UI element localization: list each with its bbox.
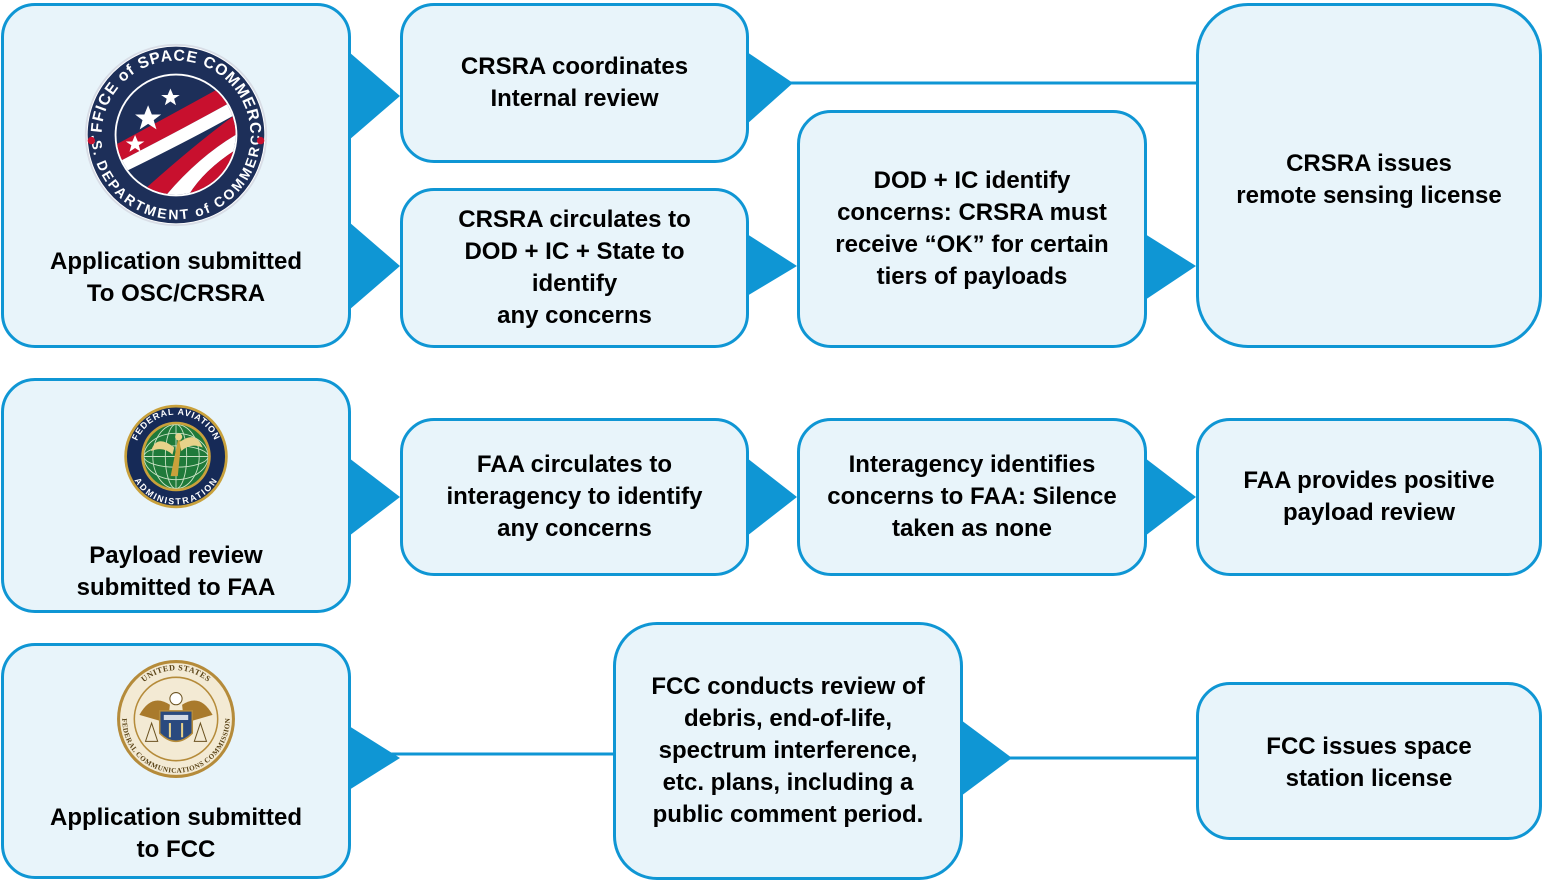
fcc-application-box: UNITED STATES FEDERAL COMMUNICATIONS COM… <box>1 643 351 879</box>
federal-communications-commission-seal-icon: UNITED STATES FEDERAL COMMUNICATIONS COM… <box>117 660 235 778</box>
interagency-concerns-box: Interagency identifies concerns to FAA: … <box>797 418 1147 576</box>
crsra-license-box: CRSRA issues remote sensing license <box>1196 3 1542 348</box>
dod-ic-concerns-label: DOD + IC identify concerns: CRSRA must r… <box>835 167 1109 290</box>
arrow-osc-to-internal-review <box>349 52 400 140</box>
fcc-license-box: FCC issues space station license <box>1196 682 1542 840</box>
crsra-internal-review-box: CRSRA coordinates Internal review <box>400 3 749 163</box>
fcc-review-box: FCC conducts review of debris, end-of-li… <box>613 622 963 880</box>
faa-circulate-label: FAA circulates to interagency to identif… <box>446 451 703 542</box>
osc-application-label: Application submitted To OSC/CRSRA <box>50 248 302 307</box>
arrow-fcc-review-to-result <box>961 720 1012 796</box>
office-of-space-commerce-seal-icon: OFFICE of SPACE COMMERCE U.S. DEPARTMENT… <box>84 43 268 227</box>
arrow-internal-review-to-license <box>747 52 793 124</box>
arrow-faa-circulate-to-concerns <box>747 458 797 536</box>
federal-aviation-administration-seal-icon: FEDERAL AVIATION ADMINISTRATION <box>124 404 228 509</box>
arrow-circulate-to-concerns <box>747 234 797 296</box>
arrow-concerns-to-license <box>1145 234 1196 300</box>
faa-positive-review-box: FAA provides positive payload review <box>1196 418 1542 576</box>
crsra-circulate-label: CRSRA circulates to DOD + IC + State to … <box>458 206 691 329</box>
faa-payload-review-box: FEDERAL AVIATION ADMINISTRATION Payload … <box>1 378 351 613</box>
faa-payload-review-label: Payload review submitted to FAA <box>76 542 276 601</box>
dod-ic-concerns-box: DOD + IC identify concerns: CRSRA must r… <box>797 110 1147 348</box>
arrow-faa-start-to-circulate <box>349 458 400 536</box>
crsra-circulate-box: CRSRA circulates to DOD + IC + State to … <box>400 188 749 348</box>
arrow-faa-concerns-to-result <box>1145 458 1196 536</box>
crsra-license-label: CRSRA issues remote sensing license <box>1236 150 1502 209</box>
faa-circulate-box: FAA circulates to interagency to identif… <box>400 418 749 576</box>
fcc-review-label: FCC conducts review of debris, end-of-li… <box>651 673 925 828</box>
fcc-application-label: Application submitted to FCC <box>50 804 302 863</box>
arrow-fcc-start-to-review <box>349 726 400 790</box>
crsra-internal-review-label: CRSRA coordinates Internal review <box>460 53 689 112</box>
arrow-osc-to-circulate <box>349 222 400 310</box>
fcc-license-label: FCC issues space station license <box>1266 733 1472 792</box>
osc-application-box: OFFICE of SPACE COMMERCE U.S. DEPARTMENT… <box>1 3 351 348</box>
faa-positive-review-label: FAA provides positive payload review <box>1243 467 1495 526</box>
interagency-concerns-label: Interagency identifies concerns to FAA: … <box>827 451 1117 542</box>
